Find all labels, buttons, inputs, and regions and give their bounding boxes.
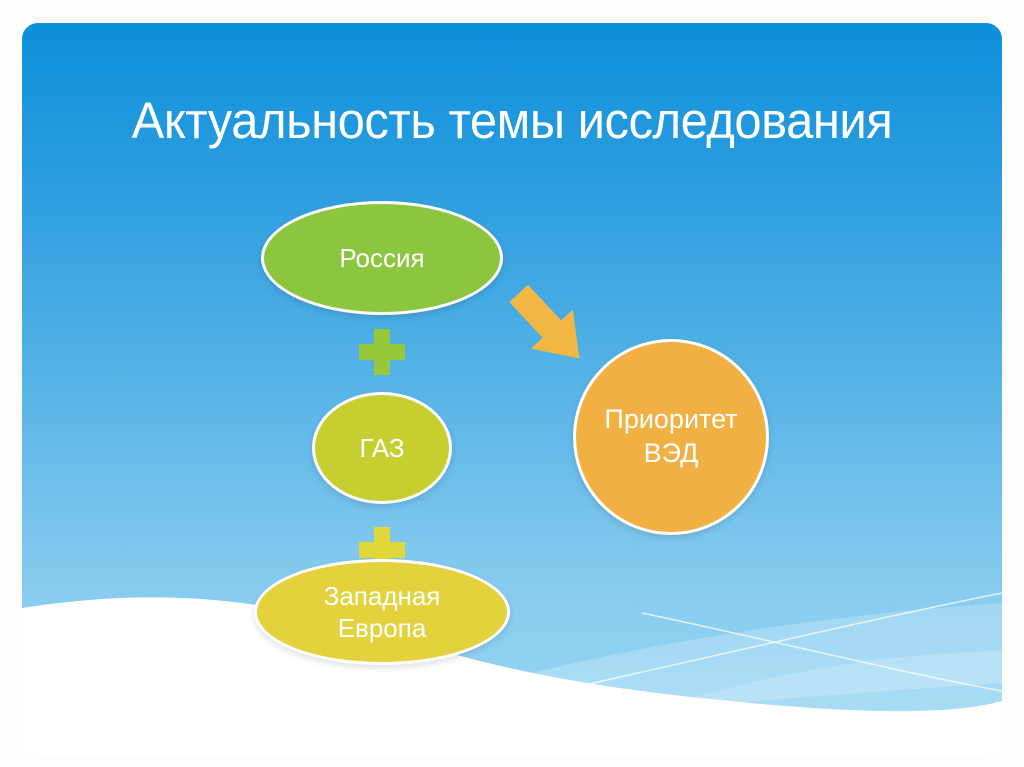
- node-gas-label: ГАЗ: [359, 432, 405, 463]
- node-gas: ГАЗ: [312, 392, 452, 504]
- arrow-icon: [509, 284, 580, 359]
- node-russia-label: Россия: [339, 242, 425, 273]
- slide-title: Актуальность темы исследования: [131, 92, 893, 149]
- node-priority-ved-label-line2: ВЭД: [643, 438, 699, 468]
- wave-line-1: [521, 592, 1002, 700]
- plus-icon-2: [359, 527, 405, 573]
- wave-white: [22, 597, 1002, 756]
- plus-icon-1-glyph: [359, 329, 405, 375]
- node-western-europe-label-line2: Европа: [337, 613, 427, 643]
- slide: Актуальность темы исследования Россия ГА…: [22, 23, 1002, 756]
- node-russia: Россия: [261, 201, 503, 315]
- wave-line-2: [641, 612, 1002, 692]
- node-priority-ved-label-line1: Приоритет: [604, 404, 738, 435]
- node-western-europe: Западная Европа: [254, 559, 510, 665]
- arrow-icon-glyph: [509, 284, 580, 359]
- node-priority-ved: Приоритет ВЭД: [573, 339, 769, 535]
- background-wave: [22, 592, 1002, 756]
- plus-icon-2-glyph: [359, 527, 405, 573]
- node-western-europe-label-line1: Западная: [323, 580, 441, 611]
- plus-icon-1: [359, 329, 405, 375]
